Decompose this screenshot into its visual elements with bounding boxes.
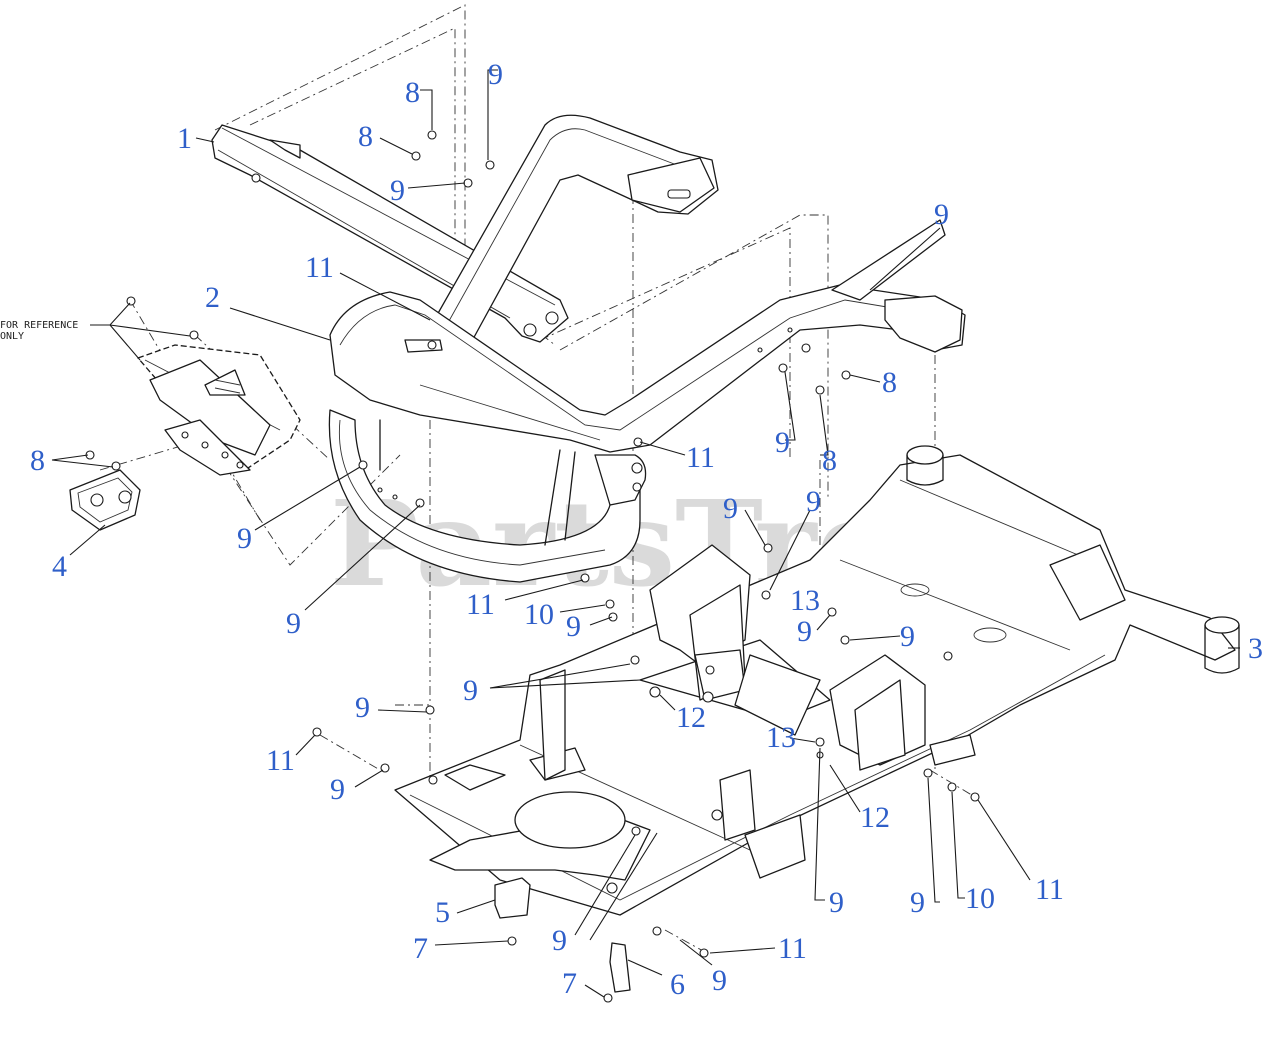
bracket-plate-part-4	[69, 450, 141, 531]
callout-8e: 8	[30, 444, 45, 477]
callout-9b: 9	[390, 174, 405, 207]
bracket-part-6	[609, 942, 631, 993]
callout-9m: 9	[355, 691, 370, 724]
callout-7a: 7	[413, 932, 428, 965]
callout-11a: 11	[305, 251, 334, 284]
callout-12b: 12	[860, 801, 890, 834]
seat-supports	[649, 544, 926, 771]
callout-9n: 9	[330, 773, 345, 806]
fastener-part-7b	[603, 993, 613, 1003]
fastener-11-lower	[699, 948, 709, 958]
callout-10b: 10	[965, 882, 995, 915]
callout-13b: 13	[766, 721, 796, 754]
callout-8a: 8	[405, 76, 420, 109]
fastener-9-lower	[652, 926, 662, 936]
reference-note: FOR REFERENCE ONLY	[0, 302, 191, 361]
callout-9i: 9	[566, 610, 581, 643]
callout-8b: 8	[358, 120, 373, 153]
callout-7b: 7	[562, 967, 577, 1000]
rops-frame-part-2	[328, 219, 966, 583]
callout-9k: 9	[900, 620, 915, 653]
callout-9q: 9	[552, 924, 567, 957]
callout-12a: 12	[676, 701, 706, 734]
reference-panel	[126, 296, 301, 476]
callout-9a: 9	[488, 58, 503, 91]
callout-9r: 9	[712, 964, 727, 997]
callout-9d: 9	[775, 426, 790, 459]
callout-8d: 8	[822, 444, 837, 477]
callout-11d: 11	[266, 744, 295, 777]
callout-13a: 13	[790, 584, 820, 617]
callout-5: 5	[435, 896, 450, 929]
callout-9g: 9	[723, 492, 738, 525]
handle-loop	[419, 114, 719, 373]
callout-9j: 9	[797, 615, 812, 648]
callout-2: 2	[205, 281, 220, 314]
reference-note-line1: FOR REFERENCE	[0, 320, 78, 331]
bracket-part-5	[494, 877, 531, 919]
callout-9p: 9	[910, 886, 925, 919]
callout-11b: 11	[686, 441, 715, 474]
callout-4: 4	[52, 550, 67, 583]
callouts: 1 2 3 4 5 6 7 7 8 8 8 8 8 9 9 9 9 9 9 9 …	[30, 58, 1263, 1001]
callout-9h: 9	[806, 485, 821, 518]
reference-note-line2: ONLY	[0, 331, 24, 342]
callout-1: 1	[177, 122, 192, 155]
callout-6: 6	[670, 968, 685, 1001]
small-brackets	[494, 877, 709, 1003]
callout-10a: 10	[524, 598, 554, 631]
callout-9l: 9	[463, 674, 478, 707]
callout-8c: 8	[882, 366, 897, 399]
callout-3: 3	[1248, 632, 1263, 665]
callout-9c: 9	[934, 198, 949, 231]
callout-9f: 9	[286, 607, 301, 640]
leader-lines	[51, 69, 1240, 998]
hardware	[312, 130, 980, 836]
callout-11e: 11	[1035, 873, 1064, 906]
callout-11f: 11	[778, 932, 807, 965]
callout-11c: 11	[466, 588, 495, 621]
fastener-part-7a	[507, 936, 517, 946]
callout-9e: 9	[237, 522, 252, 555]
callout-9o: 9	[829, 886, 844, 919]
